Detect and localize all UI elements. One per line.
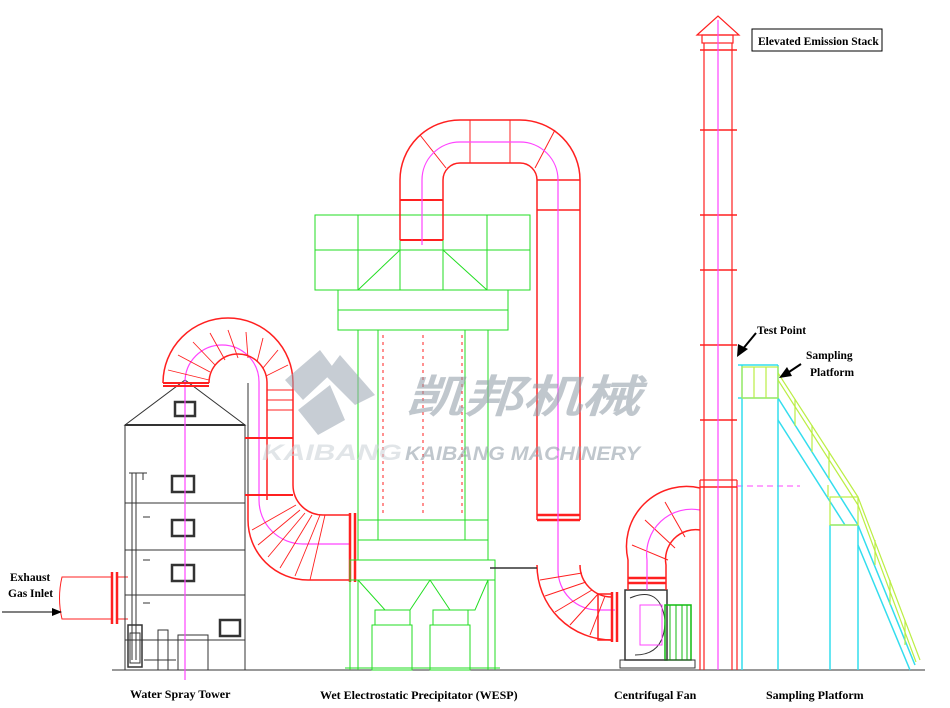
sampling-platform-arrow: [779, 367, 792, 378]
watermark-brand-en: KAIBANG MACHINERY: [405, 444, 643, 465]
sampling-platform-structure: [738, 364, 916, 671]
fan-outlet-duct: [625, 485, 701, 590]
label-sampling: Sampling: [806, 350, 853, 362]
brand-watermark: 凯邦机械 KAIBANG KAIBANG MACHINERY: [262, 350, 648, 465]
label-elevated-emission-stack: Elevated Emission Stack: [758, 36, 879, 48]
label-water-spray-tower: Water Spray Tower: [130, 687, 231, 701]
wesp-unit: [314, 214, 531, 671]
wesp-electrodes: [382, 335, 463, 515]
callout-test-point: Test Point: [737, 325, 806, 357]
wesp-top-centerline: [421, 141, 615, 611]
test-point-arrow: [737, 344, 748, 357]
callout-emission-stack: Elevated Emission Stack: [751, 28, 883, 52]
watermark-brand-en-faint: KAIBANG: [262, 440, 402, 465]
label-platform: Platform: [810, 367, 854, 379]
label-test-point: Test Point: [757, 325, 806, 337]
label-exhaust: Exhaust: [10, 572, 50, 584]
tower-centerline: [184, 344, 350, 680]
tower-outlet-elbow: [162, 317, 357, 582]
exhaust-inlet-duct: [59, 572, 128, 624]
inlet-arrow: [2, 608, 62, 616]
label-gas-inlet: Gas Inlet: [8, 588, 53, 600]
label-sampling-platform: Sampling Platform: [766, 688, 864, 702]
watermark-brand-cn: 凯邦机械: [405, 373, 648, 422]
label-wesp: Wet Electrostatic Precipitator (WESP): [320, 688, 518, 702]
fan-outlet-centerline: [646, 508, 701, 590]
callout-sampling-platform: Sampling Platform: [779, 350, 854, 379]
brand-logo: [285, 350, 375, 435]
centrifugal-fan: [619, 589, 696, 669]
fan-inlet-elbow: [536, 564, 619, 642]
sampling-stair-railing: [741, 366, 921, 663]
label-centrifugal-fan: Centrifugal Fan: [614, 688, 697, 702]
